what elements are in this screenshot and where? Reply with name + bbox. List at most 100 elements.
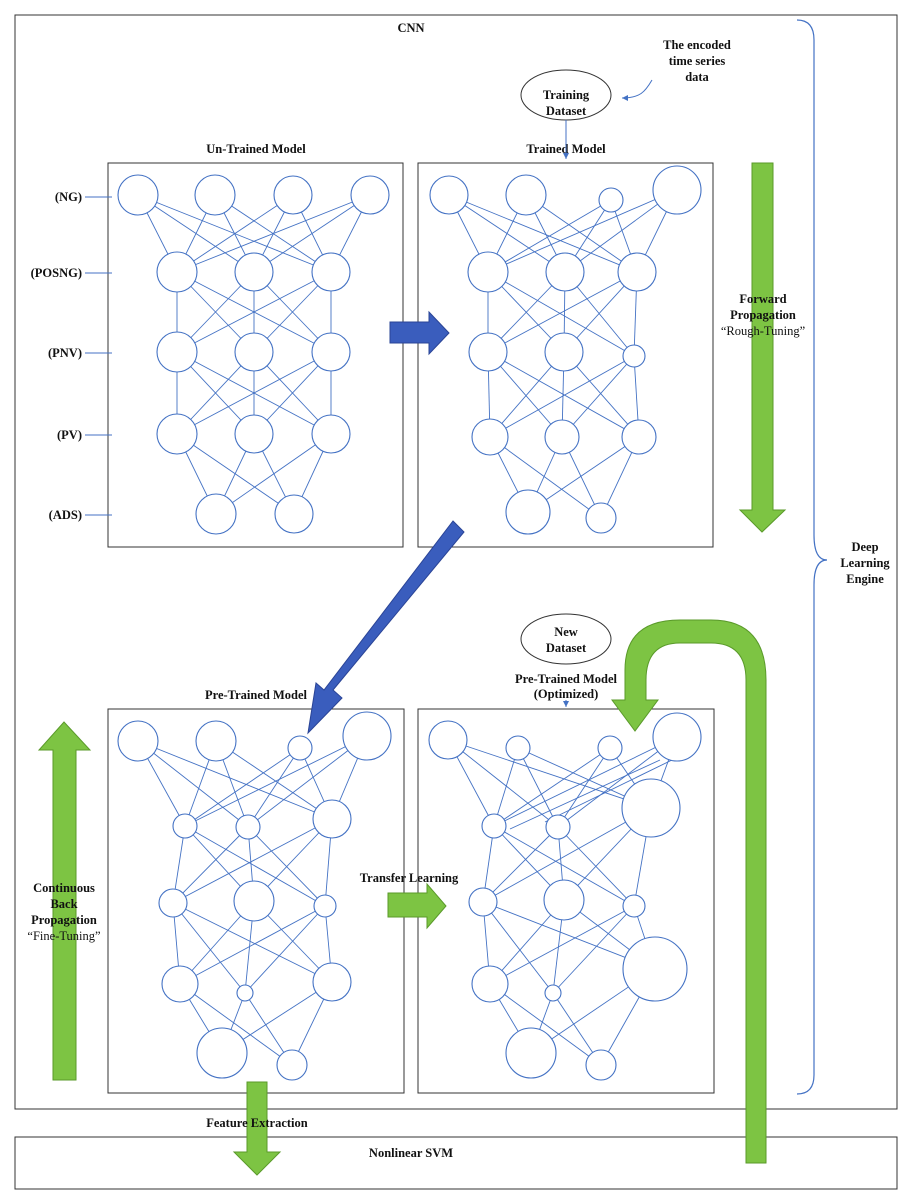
neuron-node [622,344,646,368]
optimized-title-2: (Optimized) [534,687,599,701]
network-connection [482,807,652,903]
network-connection [172,902,333,983]
network-connection [184,747,301,827]
deep-learning-line2: Learning [840,556,890,570]
network-connection [493,736,678,827]
forward-prop-line3: “Rough-Tuning” [721,324,805,338]
neuron-node [235,814,261,840]
network-connection [489,436,602,519]
neuron-node [598,187,624,213]
neuron-node [273,175,313,215]
neuron-node [467,251,509,293]
forward-prop-line1: Forward [739,292,786,306]
neuron-node [234,414,274,454]
neuron-node [621,778,681,838]
svm-frame [14,1136,898,1190]
pretrained-title: Pre-Trained Model [205,688,307,702]
neuron-node [276,1049,308,1081]
cnn-label: CNN [397,21,424,35]
network-connection [447,739,559,828]
neuron-node [652,712,702,762]
trained-model-box [417,162,714,548]
neuron-node [471,965,509,1003]
optimized-network [428,712,702,1081]
neuron-node [652,165,702,215]
network-connection [482,901,554,994]
network-connection [172,902,246,994]
neuron-node [505,735,531,761]
back-prop-line1: Continuous [33,881,95,895]
neuron-node [313,894,337,918]
network-connection [137,740,333,820]
neuron-node [481,813,507,839]
network-connection [172,826,249,904]
neuron-node [622,936,688,1002]
layer-label: (POSNG) [31,266,82,280]
neuron-node [543,879,585,921]
network-connection [184,825,326,907]
neuron-node [545,252,585,292]
green-arrow-up-icon [37,721,92,1081]
network-connection [487,271,635,357]
network-connection [487,351,640,438]
network-connection [482,826,559,903]
neuron-node [194,174,236,216]
network-connection [493,747,519,827]
neuron-node [234,252,274,292]
network-connection [487,271,638,353]
network-connection [561,355,635,438]
network-connection [176,271,332,353]
feature-extraction-label: Feature Extraction [206,1116,308,1130]
neuron-node [505,1027,557,1079]
neuron-node [156,331,198,373]
back-prop-line4: “Fine-Tuning” [27,929,100,943]
network-connection [172,818,333,904]
new-dataset-line2: Dataset [546,641,587,655]
green-arrow-right-icon [387,882,447,930]
layer-label: (ADS) [49,508,82,522]
trained-network [429,165,702,535]
network-connection [137,740,249,828]
deep-learning-line3: Engine [846,572,884,586]
neuron-node [597,735,623,761]
feature-extraction-arrow-icon [232,1081,282,1176]
back-prop-line2: Back [50,897,77,911]
neuron-node [234,332,274,372]
network-connection [247,747,301,828]
encoded-data-connector [621,79,653,101]
encoded-data-line3: data [685,70,709,84]
neuron-node [544,419,580,455]
layer-label: (NG) [55,190,82,204]
nonlinear-svm-label: Nonlinear SVM [369,1146,453,1160]
network-connection [487,199,612,273]
neuron-node [311,414,351,454]
network-connection [525,194,638,273]
neuron-node [311,332,351,372]
network-connection [493,747,611,827]
curly-brace-icon [796,19,828,1095]
neuron-node [287,735,313,761]
neuron-node [585,1049,617,1081]
neuron-node [585,502,617,534]
neuron-node [342,711,392,761]
network-connection [176,433,295,515]
network-connection [176,194,371,273]
network-connection [179,983,293,1066]
pretrained-network [117,711,392,1081]
optimized-title-1: Pre-Trained Model [515,672,617,686]
neuron-node [158,888,188,918]
neuron-node [350,175,390,215]
training-dataset-line1: Training [543,88,590,102]
neuron-node [233,880,275,922]
network-connection [557,736,678,828]
neuron-node [621,419,657,455]
neuron-node [311,252,351,292]
encoded-data-line1: The encoded [663,38,731,52]
layer-label: (PV) [57,428,82,442]
neuron-node [545,814,571,840]
training-dataset-line2: Dataset [546,104,587,118]
neuron-node [312,962,352,1002]
neuron-node [161,965,199,1003]
neuron-node [544,332,584,372]
